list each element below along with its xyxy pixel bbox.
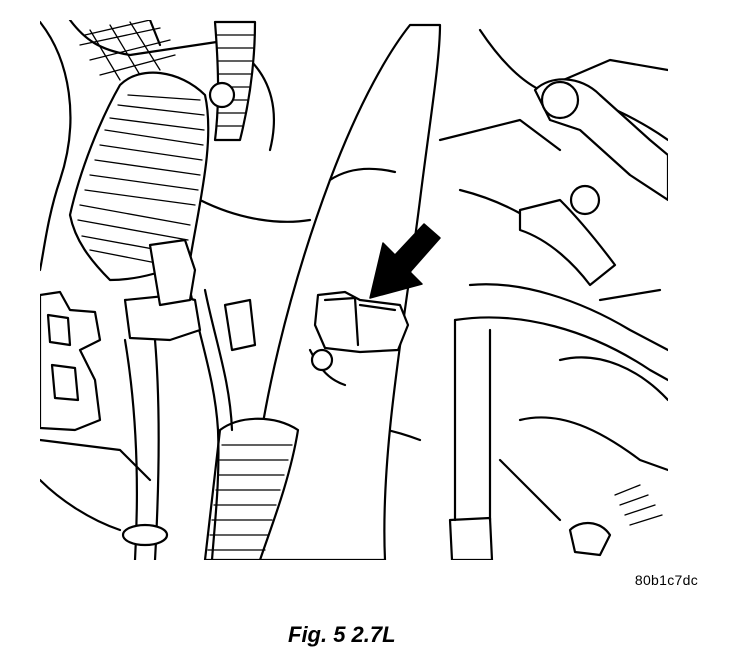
corrugated-conduit-lower (203, 417, 300, 560)
wiring-harness (121, 238, 257, 560)
corrugated-hose-upper (68, 71, 210, 282)
left-bracket (40, 290, 102, 432)
figure-caption: Fig. 5 2.7L (288, 622, 396, 647)
right-side-pipes (448, 78, 668, 560)
corrugated-conduit-upper (208, 20, 257, 142)
sensor-connector (308, 290, 410, 387)
figure-reference-code: 80b1c7dc (634, 572, 698, 588)
pointer-arrow (369, 223, 441, 299)
